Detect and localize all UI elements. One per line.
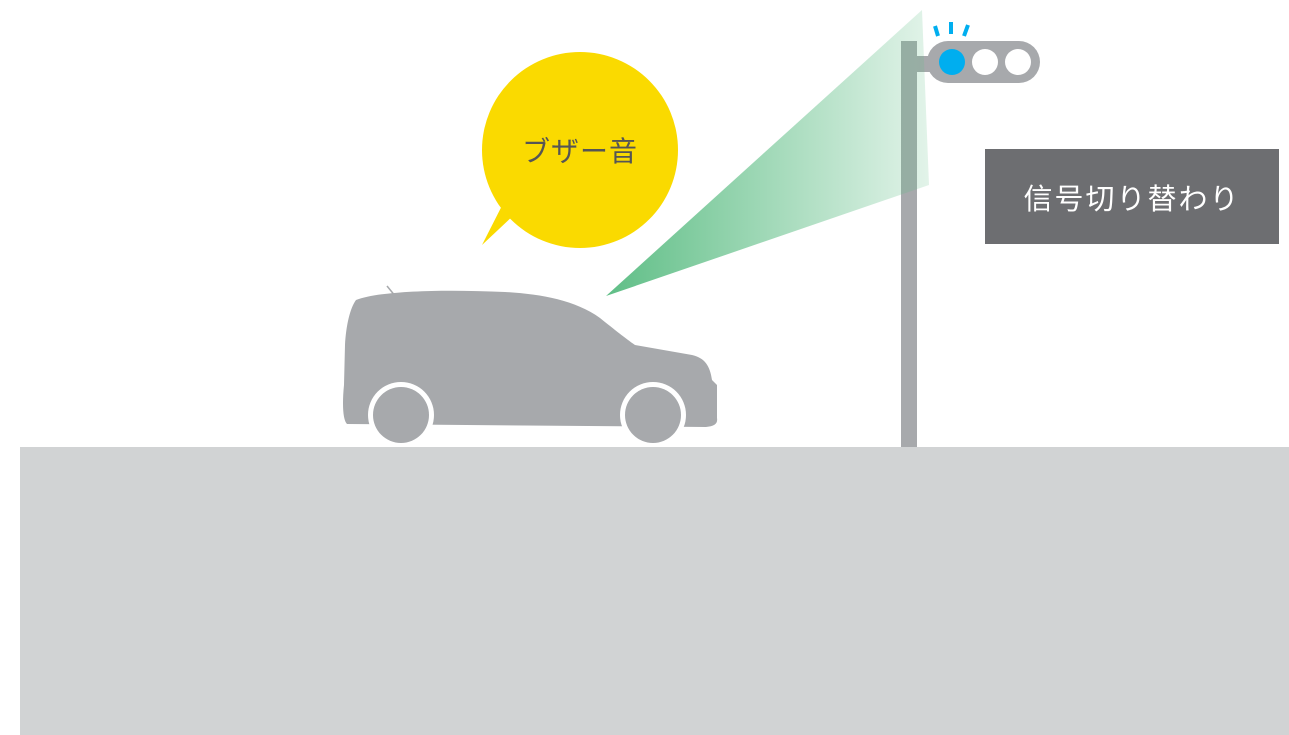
signal-lamp (1005, 49, 1031, 75)
blink-rays-icon (935, 22, 968, 36)
signal-lamp-active (939, 49, 965, 75)
signal-change-box: 信号切り替わり (985, 149, 1279, 244)
traffic-light-icon (927, 41, 1040, 83)
signal-change-label: 信号切り替わり (1023, 176, 1240, 218)
buzzer-sound-label: ブザー音 (482, 128, 678, 176)
car-icon (343, 286, 717, 448)
ground (20, 447, 1289, 735)
signal-lamp (972, 49, 998, 75)
